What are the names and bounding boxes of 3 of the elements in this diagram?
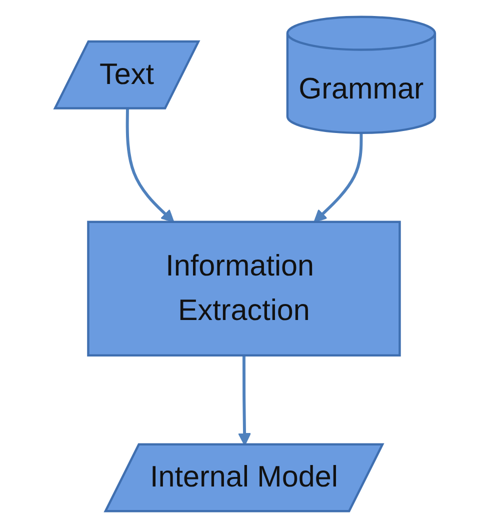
node-box: Information Extraction — [87, 220, 401, 356]
arrow — [314, 132, 363, 222]
arrow — [126, 108, 174, 222]
